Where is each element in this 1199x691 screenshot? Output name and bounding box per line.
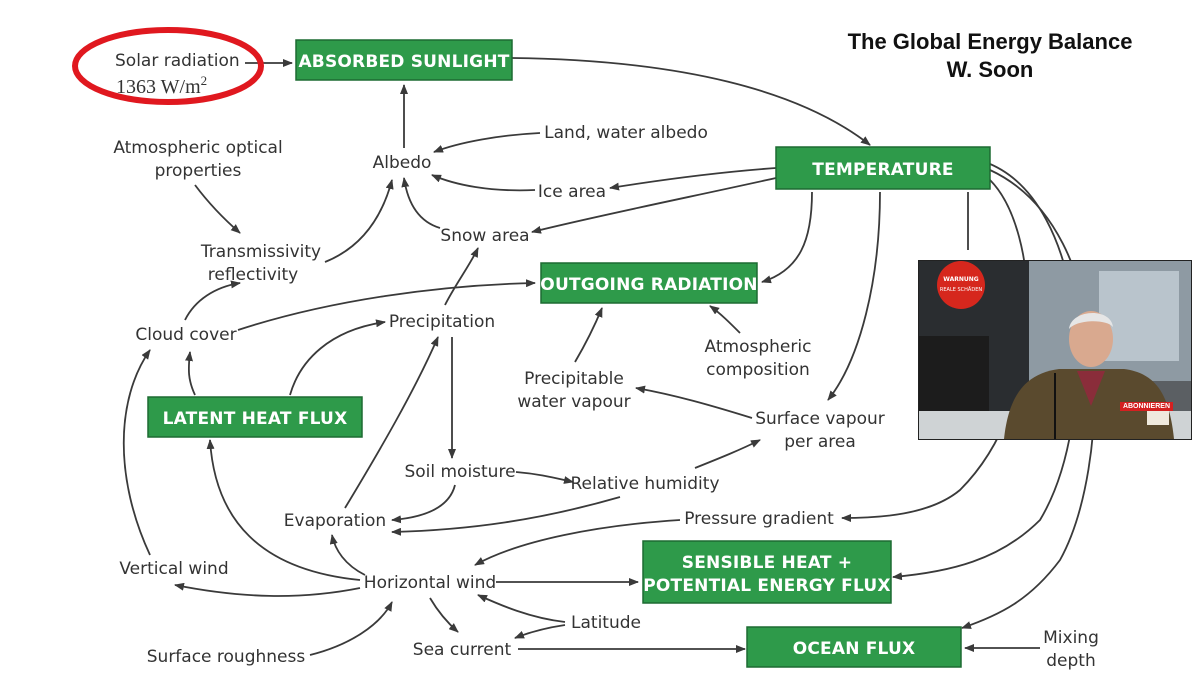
label-relative-humidity: Relative humidity — [570, 474, 719, 494]
diagram-labels: Atmospheric optical properties Albedo La… — [113, 123, 1099, 671]
arrow-hwind-evap — [329, 534, 366, 576]
arrow-surfvap-precipitable — [635, 385, 753, 419]
solar-highlight-circle — [72, 27, 264, 105]
arrow-soil-evap — [391, 484, 456, 524]
solar-radiation-value: 1363 W/m2 — [116, 73, 207, 98]
subscribe-badge[interactable]: ABONNIEREN — [1119, 402, 1173, 411]
arrow-cloud-trans — [184, 280, 241, 321]
arrow-pressure-hwind — [474, 519, 681, 566]
arrow-hwind-vwind — [174, 582, 361, 597]
arrow-temp-pressure — [841, 179, 1029, 522]
label-horizontal-wind: Horizontal wind — [364, 573, 496, 593]
box-absorbed-sunlight: ABSORBED SUNLIGHT — [295, 39, 513, 81]
arrow-temp-ocean — [961, 169, 1096, 629]
sticker-text-1: WARNUNG — [943, 276, 979, 283]
label-surface-vapour-1: Surface vapour — [755, 409, 885, 429]
arrow-latent-cloud — [185, 351, 196, 396]
label-surface-roughness: Surface roughness — [147, 647, 306, 667]
label-evaporation: Evaporation — [284, 511, 386, 531]
arrow-latitude-seacurrent — [514, 624, 566, 639]
box-sensible-label-1: SENSIBLE HEAT + — [682, 553, 852, 573]
arrow-temp-snow — [531, 177, 777, 234]
arrow-precip-snow — [444, 247, 479, 306]
label-pressure-gradient: Pressure gradient — [684, 509, 834, 529]
arrow-land-albedo — [433, 132, 541, 153]
label-surface-vapour-2: per area — [784, 432, 856, 452]
arrow-temp-ice — [609, 167, 777, 191]
box-sensible-heat: SENSIBLE HEAT + POTENTIAL ENERGY FLUX — [642, 540, 892, 604]
arrow-atmopt-trans — [194, 184, 241, 234]
label-precipitable-2: water vapour — [517, 392, 630, 412]
label-mixing-2: depth — [1046, 651, 1095, 671]
label-sea-current: Sea current — [413, 640, 512, 660]
label-vertical-wind: Vertical wind — [119, 559, 228, 579]
arrow-cloud-outgoing — [237, 279, 536, 331]
sticker-icon — [937, 261, 985, 309]
arrow-latitude-hwind — [477, 594, 566, 623]
solar-radiation-label: Solar radiation — [115, 51, 240, 71]
arrow-ice-albedo — [431, 174, 536, 192]
label-albedo: Albedo — [373, 153, 432, 173]
arrows — [122, 57, 1096, 656]
box-outgoing-radiation: OUTGOING RADIATION — [540, 262, 758, 304]
arrow-precipitable-outgoing — [574, 307, 603, 363]
arrow-soil-relhum — [515, 471, 574, 484]
arrow-temp-surfvap — [827, 191, 881, 401]
arrow-latent-precip — [289, 319, 386, 396]
box-temperature: TEMPERATURE — [775, 146, 991, 190]
speaker-video-frame: WARNUNG REALE SCHÄDEN — [919, 261, 1191, 439]
label-ice-area: Ice area — [538, 182, 606, 202]
speaker-video-overlay[interactable]: WARNUNG REALE SCHÄDEN ABONNIEREN — [918, 260, 1192, 440]
label-precipitation: Precipitation — [389, 312, 495, 332]
label-atm-optical-1: Atmospheric optical — [113, 138, 282, 158]
label-transmissivity: Transmissivity — [200, 242, 321, 262]
label-atm-composition-1: Atmospheric — [705, 337, 812, 357]
arrow-roughness-hwind — [309, 601, 393, 656]
label-precipitable-1: Precipitable — [524, 369, 624, 389]
label-land-water-albedo: Land, water albedo — [544, 123, 708, 143]
diagram-title: The Global Energy Balance W. Soon — [820, 28, 1160, 84]
sticker-text-2: REALE SCHÄDEN — [940, 286, 982, 293]
box-ocean-flux: OCEAN FLUX — [746, 626, 962, 668]
title-line-1: The Global Energy Balance — [847, 29, 1133, 54]
label-atm-composition-2: composition — [706, 360, 810, 380]
box-sensible-label-2: POTENTIAL ENERGY FLUX — [643, 576, 890, 596]
label-latitude: Latitude — [571, 613, 641, 633]
arrow-atmcomp-outgoing — [709, 305, 741, 334]
arrow-absorbed-temperature — [511, 57, 871, 146]
arrow-hwind-latent — [206, 439, 361, 581]
label-snow-area: Snow area — [440, 226, 529, 246]
label-cloud-cover: Cloud cover — [135, 325, 236, 345]
label-reflectivity: reflectivity — [208, 265, 299, 285]
box-outgoing-label: OUTGOING RADIATION — [540, 275, 757, 295]
box-ocean-label: OCEAN FLUX — [793, 639, 916, 659]
box-absorbed-label: ABSORBED SUNLIGHT — [298, 52, 509, 72]
box-latent-label: LATENT HEAT FLUX — [163, 409, 348, 429]
arrow-snow-albedo — [401, 177, 441, 229]
arrow-relhum-surfvap — [694, 439, 761, 469]
title-author: W. Soon — [946, 57, 1034, 82]
arrow-relhum-evap — [391, 496, 621, 536]
label-soil-moisture: Soil moisture — [404, 462, 515, 482]
speaker-figure — [1004, 311, 1174, 439]
arrow-evap-precip — [344, 336, 439, 509]
arrow-temp-outgoing — [761, 191, 813, 284]
arrow-vwind-cloud — [122, 349, 151, 556]
arrow-trans-albedo — [324, 179, 394, 263]
box-latent-heat: LATENT HEAT FLUX — [147, 396, 363, 438]
box-temperature-label: TEMPERATURE — [812, 160, 953, 180]
arrow-temp-sensible — [892, 161, 1078, 581]
label-atm-optical-2: properties — [155, 161, 242, 181]
arrow-hwind-seacurrent — [429, 597, 459, 633]
label-mixing-1: Mixing — [1043, 628, 1099, 648]
